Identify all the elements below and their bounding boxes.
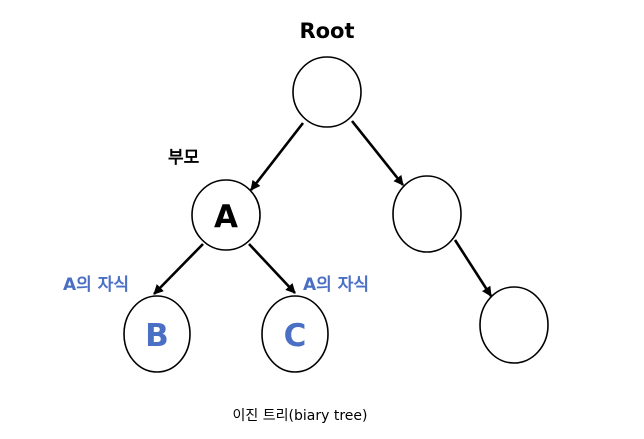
node-a: A (191, 179, 261, 251)
node-right (392, 175, 462, 253)
parent-label: 부모 (168, 148, 200, 168)
edge-a-to-b (153, 243, 204, 295)
edge-a-to-c (248, 243, 296, 294)
node-root (292, 56, 362, 128)
diagram-caption: 이진 트리(biary tree) (233, 408, 368, 424)
node-b-label: B (145, 318, 169, 354)
node-right-child (479, 286, 549, 364)
edge-right-to-right-child (453, 239, 493, 297)
child-label-left: A의 자식 (63, 275, 129, 295)
edge-root-to-right (350, 120, 405, 186)
node-b: B (123, 295, 191, 373)
edge-root-to-a (249, 122, 305, 191)
node-c-label: C (284, 318, 307, 354)
node-a-label: A (214, 199, 238, 235)
node-c: C (261, 295, 329, 373)
child-label-right: A의 자식 (303, 275, 369, 295)
root-label: Root (299, 19, 354, 43)
